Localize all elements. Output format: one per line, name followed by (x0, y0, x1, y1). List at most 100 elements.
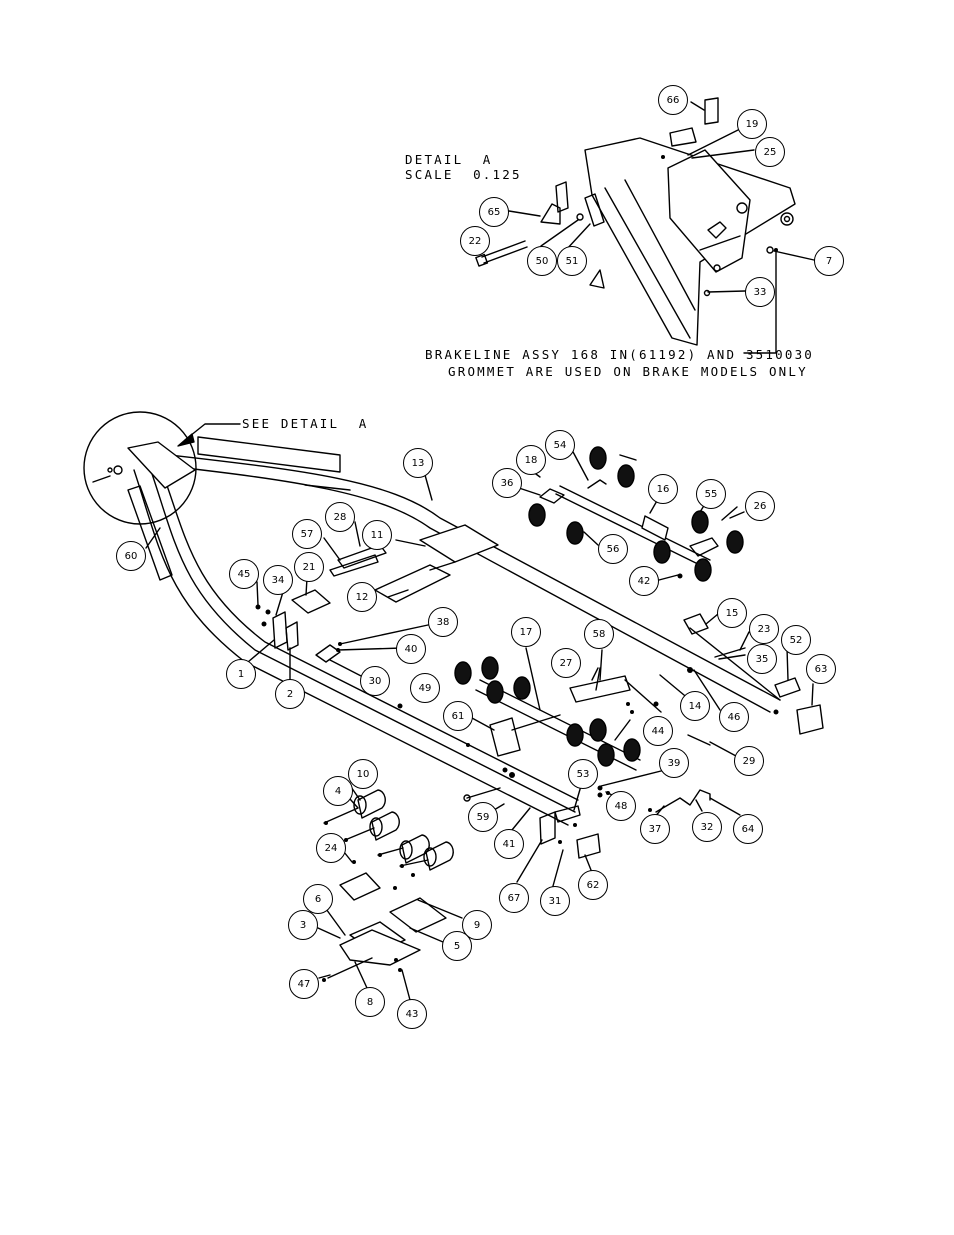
callout-bubble: 43 (397, 999, 427, 1029)
keel-rollers (353, 789, 454, 871)
callout-bubble: 11 (362, 520, 392, 550)
brakeline-note-line2: GROMMET ARE USED ON BRAKE MODELS ONLY (448, 364, 808, 379)
callout-bubble: 63 (806, 654, 836, 684)
bracket-61 (489, 717, 521, 757)
callout-bubble: 41 (494, 829, 524, 859)
callout-bubble: 48 (606, 791, 636, 821)
callout-bubble: 51 (557, 246, 587, 276)
hardware-dots (255, 155, 779, 982)
callout-bubble: 28 (325, 502, 355, 532)
part-65 (540, 203, 561, 225)
callout-bubble: 4 (323, 776, 353, 806)
see-detail-label: SEE DETAIL A (242, 416, 369, 431)
part-6 (339, 872, 381, 901)
part-9 (389, 897, 447, 933)
roller-cartridge-exploded (317, 783, 463, 1001)
part-1 (272, 611, 288, 649)
callout-bubble: 25 (755, 137, 785, 167)
rollers-lower (454, 656, 641, 767)
callout-bubble: 12 (347, 582, 377, 612)
callout-bubble: 39 (659, 748, 689, 778)
part-67 (539, 811, 556, 845)
callout-bubble: 57 (292, 519, 322, 549)
callout-bubble: 2 (275, 679, 305, 709)
callout-bubble: 19 (737, 109, 767, 139)
callout-bubble: 52 (781, 625, 811, 655)
callout-bubble: 18 (516, 445, 546, 475)
part-51 (584, 193, 605, 227)
crossmember-15 (683, 613, 709, 635)
callout-bubble: 5 (442, 931, 472, 961)
bunk-58 (569, 675, 631, 703)
roller-bar-upper (515, 449, 745, 581)
rollers-upper (528, 446, 744, 582)
part-19 (669, 127, 697, 147)
callout-bubble: 1 (226, 659, 256, 689)
callout-bubble: 35 (747, 644, 777, 674)
brakeline-note-line1: BRAKELINE ASSY 168 IN(61192) AND 3510030 (425, 347, 815, 362)
callout-bubble: 10 (348, 759, 378, 789)
callout-bubble: 32 (692, 812, 722, 842)
callout-bubble: 49 (410, 673, 440, 703)
callout-bubble: 66 (658, 85, 688, 115)
winch-plate (667, 149, 751, 273)
callout-bubble: 53 (568, 759, 598, 789)
callout-bubble: 61 (443, 701, 473, 731)
callout-bubble: 55 (696, 479, 726, 509)
callout-bubble: 6 (303, 884, 333, 914)
callout-bubble: 45 (229, 559, 259, 589)
part-53 (554, 805, 581, 823)
left-rail (149, 467, 576, 813)
part-21 (291, 589, 331, 614)
callout-bubble: 62 (578, 870, 608, 900)
callout-bubble: 44 (643, 716, 673, 746)
callout-bubble: 56 (598, 534, 628, 564)
part-64 (655, 789, 711, 813)
callout-bubble: 24 (316, 833, 346, 863)
callout-bubble: 26 (745, 491, 775, 521)
callout-bubble: 34 (263, 565, 293, 595)
callout-bubble: 37 (640, 814, 670, 844)
callout-bubble: 30 (360, 666, 390, 696)
detail-a-view (475, 97, 815, 354)
callout-bubble: 67 (499, 883, 529, 913)
callout-bubble: 16 (648, 474, 678, 504)
callout-bubble: 31 (540, 886, 570, 916)
callout-bubble: 40 (396, 634, 426, 664)
callout-bubble: 46 (719, 702, 749, 732)
detail-a-scale: SCALE 0.125 (405, 167, 522, 182)
callout-bubble: 21 (294, 552, 324, 582)
part-66 (704, 97, 719, 125)
callout-bubble: 23 (749, 614, 779, 644)
callout-bubble: 50 (527, 246, 557, 276)
callout-bubble: 29 (734, 746, 764, 776)
callout-bubble: 54 (545, 430, 575, 460)
part-22-bolt (475, 240, 528, 267)
callout-bubble: 7 (814, 246, 844, 276)
callout-bubble: 64 (733, 814, 763, 844)
callout-bubble: 15 (717, 598, 747, 628)
callout-bubble: 60 (116, 541, 146, 571)
callout-bubble: 17 (511, 617, 541, 647)
callout-bubble: 42 (629, 566, 659, 596)
callout-bubble: 22 (460, 226, 490, 256)
callout-bubble: 47 (289, 969, 319, 999)
crossmember-12 (374, 564, 451, 603)
detail-a-circle (83, 411, 197, 525)
crossmember-11 (419, 524, 499, 563)
callout-bubble: 65 (479, 197, 509, 227)
callout-bubble: 58 (584, 619, 614, 649)
callout-bubble: 14 (680, 691, 710, 721)
callout-bubble: 33 (745, 277, 775, 307)
rear-corner-parts (463, 631, 824, 887)
callout-bubble: 13 (403, 448, 433, 478)
callout-bubble: 38 (428, 607, 458, 637)
right-rail (169, 454, 781, 701)
main-frame (83, 411, 781, 826)
roller-bar-lower (471, 647, 641, 771)
callout-bubble: 3 (288, 910, 318, 940)
part-63 (796, 704, 824, 735)
part-30 (315, 644, 341, 663)
callout-bubble: 8 (355, 987, 385, 1017)
